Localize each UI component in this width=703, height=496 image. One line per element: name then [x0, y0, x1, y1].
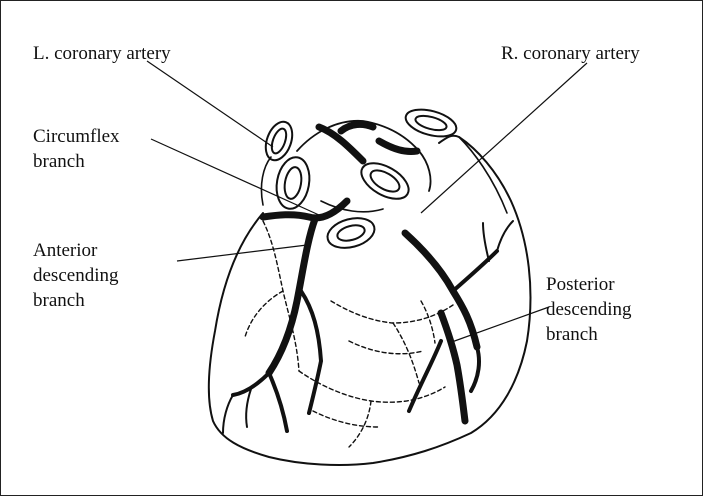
label-posterior-descending-branch: Posterior descending branch [546, 272, 631, 347]
label-anterior-descending-branch: Anterior descending branch [33, 238, 118, 313]
label-line: descending [546, 297, 631, 322]
leader-l-coronary [147, 61, 273, 147]
label-text: L. coronary artery [33, 41, 171, 66]
label-circumflex-branch: Circumflex branch [33, 124, 120, 174]
label-line: branch [546, 322, 631, 347]
leader-anterior [177, 245, 307, 261]
label-r-coronary-artery: R. coronary artery [501, 41, 640, 66]
label-l-coronary-artery: L. coronary artery [33, 41, 171, 66]
label-line: Circumflex [33, 124, 120, 149]
heart-outline [209, 136, 531, 465]
top-artery [319, 124, 417, 161]
vessel-opening-pulmonary [324, 213, 378, 252]
label-line: branch [33, 288, 118, 313]
right-coronary-artery [405, 233, 477, 347]
heart-right-edge [459, 137, 507, 213]
right-upper-branches [483, 221, 513, 261]
vessel-opening-top-right [403, 105, 459, 142]
circumflex-artery [263, 201, 347, 218]
hidden-vessels [245, 221, 453, 447]
label-line: Anterior [33, 238, 118, 263]
posterior-descending-artery [441, 313, 465, 421]
label-line: branch [33, 149, 120, 174]
label-line: descending [33, 263, 118, 288]
leader-circumflex [151, 139, 319, 215]
label-text: R. coronary artery [501, 41, 640, 66]
label-line: Posterior [546, 272, 631, 297]
